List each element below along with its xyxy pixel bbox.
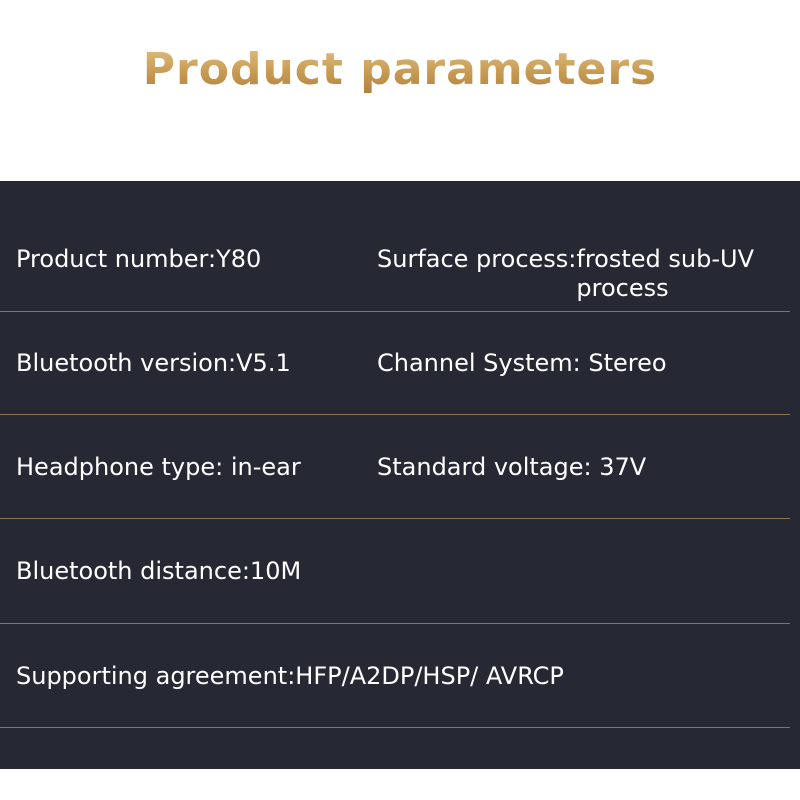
surface-process-label: Surface process: bbox=[377, 245, 577, 273]
page-title: Product parameters bbox=[0, 40, 800, 100]
standard-voltage: Standard voltage: 37V bbox=[377, 453, 647, 481]
supporting-agreement: Supporting agreement:HFP/A2DP/HSP/ AVRCP bbox=[16, 662, 564, 690]
parameter-row: Product number:Y80 Surface process: fros… bbox=[0, 181, 790, 312]
product-number: Product number:Y80 bbox=[16, 245, 262, 273]
bluetooth-distance: Bluetooth distance:10M bbox=[16, 557, 302, 585]
surface-process: Surface process: frosted sub-UV process bbox=[377, 245, 776, 303]
parameter-row: Bluetooth version:V5.1 Channel System: S… bbox=[0, 311, 790, 415]
surface-process-value: frosted sub-UV process bbox=[576, 245, 754, 302]
parameter-row: Headphone type: in-ear Standard voltage:… bbox=[0, 415, 790, 519]
parameter-row: Supporting agreement:HFP/A2DP/HSP/ AVRCP bbox=[0, 624, 790, 728]
parameters-panel: Product number:Y80 Surface process: fros… bbox=[0, 181, 800, 769]
bluetooth-version: Bluetooth version:V5.1 bbox=[16, 349, 291, 377]
parameter-row: Bluetooth distance:10M bbox=[0, 519, 790, 624]
channel-system: Channel System: Stereo bbox=[377, 349, 667, 377]
headphone-type: Headphone type: in-ear bbox=[16, 453, 301, 481]
